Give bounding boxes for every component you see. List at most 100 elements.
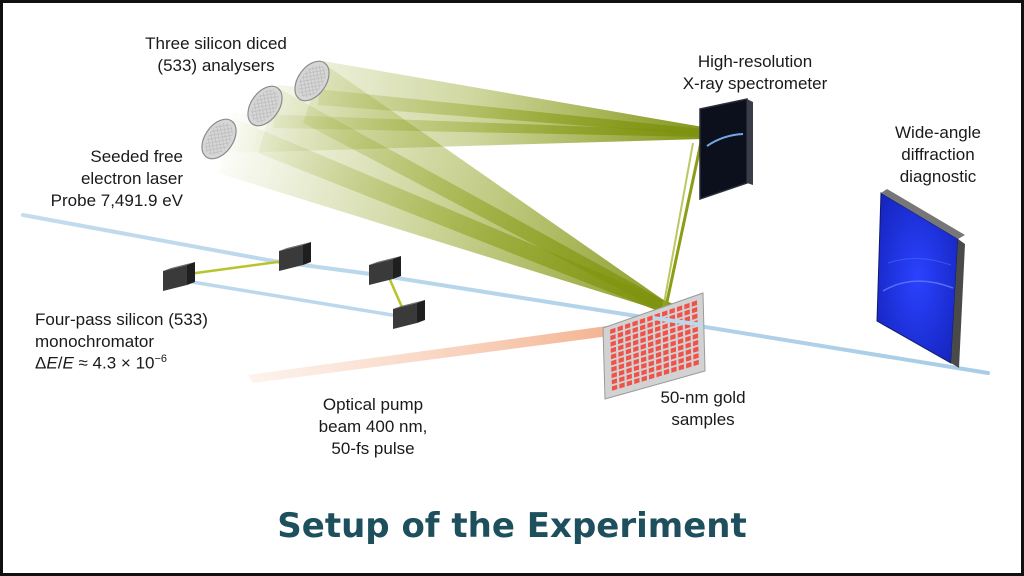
- beam-through-sample: [652, 316, 704, 327]
- sample-cell: [626, 380, 633, 387]
- formula-e2: E: [62, 353, 74, 373]
- sample-cell: [684, 309, 690, 316]
- sample-cell: [617, 325, 623, 332]
- sample-cell: [669, 307, 675, 315]
- sample-cell: [648, 347, 654, 354]
- sample-cell: [640, 337, 646, 344]
- sample-cell: [670, 346, 677, 354]
- sample-cell: [640, 356, 647, 363]
- xray-beam-lower: [167, 276, 399, 318]
- mono-crystal-1: [163, 262, 195, 291]
- sample-cell: [655, 332, 661, 339]
- sample-cell: [626, 373, 632, 380]
- sample-cell: [640, 349, 647, 357]
- sample-cell: [670, 327, 676, 334]
- sample-cell: [656, 371, 662, 378]
- sample-cell: [648, 354, 654, 361]
- sample-cell: [641, 369, 647, 376]
- samples-label: 50-nm gold samples: [660, 388, 746, 429]
- sample-cell: [685, 355, 692, 362]
- sample-cell: [678, 357, 684, 364]
- sample-cell: [692, 313, 698, 320]
- sample-cell: [685, 342, 691, 349]
- sample-cell: [625, 354, 632, 361]
- sample-cell: [619, 382, 625, 389]
- sample-cell: [610, 346, 617, 353]
- sample-cell: [663, 349, 669, 356]
- sample-cell: [663, 342, 669, 350]
- sample-cell: [618, 357, 624, 364]
- formula-delta: Δ: [35, 353, 47, 373]
- sample-cell: [618, 344, 624, 351]
- sample-cell: [662, 336, 669, 343]
- sample-cell: [610, 327, 616, 334]
- pump-beam: [248, 321, 647, 383]
- diffraction-label: Wide-angle diffraction diagnostic: [895, 123, 981, 186]
- setup-illustration: [21, 60, 990, 400]
- sample-cell: [625, 335, 631, 342]
- sample-cell: [678, 344, 684, 351]
- sample-cell: [662, 310, 668, 317]
- sample-cell: [610, 334, 616, 341]
- sample-cell: [611, 359, 617, 366]
- page-title: Setup of the Experiment: [277, 506, 747, 546]
- monochromator-label: Four-pass silicon (533) monochromator: [35, 310, 208, 351]
- sample-cell: [647, 328, 654, 335]
- monochromator: [163, 242, 425, 329]
- sample-cell: [639, 317, 646, 325]
- spectrometer-label: High-resolution X-ray spectrometer: [682, 52, 828, 93]
- sample-cell: [670, 333, 676, 341]
- sample-cell: [677, 338, 684, 345]
- sample-cell: [655, 358, 662, 365]
- sample-cell: [663, 368, 670, 375]
- sample-cell: [655, 351, 662, 358]
- sample-cell: [677, 331, 684, 338]
- analyser-crystals: [201, 60, 330, 160]
- sample-cell: [647, 341, 654, 348]
- sample-cell: [691, 306, 698, 314]
- sample-cell: [640, 343, 646, 350]
- formula-value: ≈ 4.3 × 10: [73, 353, 155, 373]
- sample-cell: [685, 348, 692, 356]
- sample-cell: [684, 302, 690, 310]
- scattered-beams: [218, 61, 705, 315]
- sample-cell: [648, 360, 655, 367]
- mono-crystal-4: [393, 300, 425, 329]
- sample-cell: [692, 326, 698, 334]
- sample-cell: [625, 329, 631, 336]
- sample-cell: [619, 376, 625, 383]
- sample-cell: [633, 345, 639, 353]
- pump-label: Optical pump beam 400 nm, 50-fs pulse: [318, 395, 428, 458]
- sample-cell: [617, 338, 624, 345]
- sample-cell: [626, 367, 632, 374]
- sample-cell: [692, 333, 699, 340]
- sample-cell: [633, 358, 639, 365]
- sample-cell: [610, 353, 617, 360]
- sample-cell: [647, 334, 654, 341]
- sample-cell: [670, 340, 676, 347]
- sample-cell: [693, 353, 699, 360]
- sample-cell: [693, 346, 699, 353]
- sample-cell: [634, 377, 640, 384]
- sample-cell: [670, 353, 677, 360]
- sample-cell: [618, 369, 625, 376]
- sample-cell: [611, 384, 618, 391]
- sample-cell: [611, 372, 617, 379]
- sample-cell: [625, 341, 631, 349]
- sample-cell: [632, 326, 638, 333]
- sample-cell: [663, 362, 670, 369]
- sample-cell: [677, 311, 683, 319]
- sample-cell: [685, 329, 691, 336]
- sample-cell: [633, 365, 640, 372]
- sample-cell: [655, 338, 661, 345]
- sample-cell: [677, 324, 683, 332]
- formula-exponent: −6: [154, 353, 168, 365]
- sample-cell: [647, 315, 653, 322]
- diffraction-detector: [876, 189, 965, 368]
- spectrometer-detector: [699, 98, 753, 201]
- sample-cell: [618, 350, 624, 357]
- sample-cell: [663, 355, 669, 362]
- sample-cell: [639, 324, 646, 331]
- sample-cell: [640, 330, 646, 337]
